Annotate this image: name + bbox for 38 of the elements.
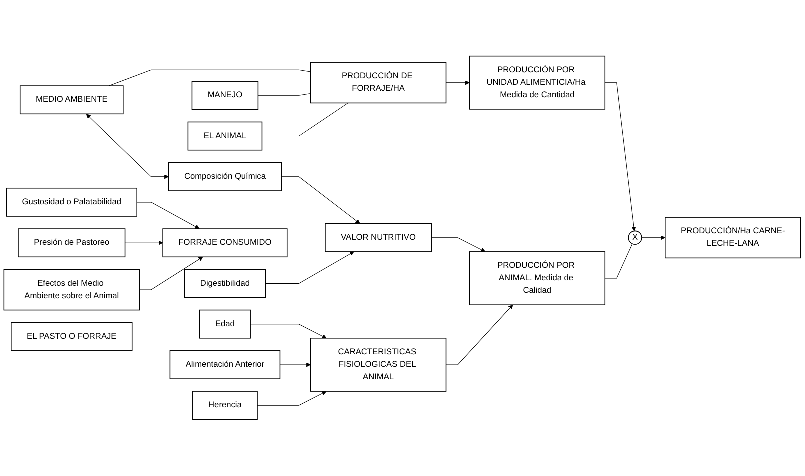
arrow	[265, 252, 354, 284]
process-box: Presión de Pastoreo	[18, 228, 126, 258]
connector-line	[258, 94, 312, 96]
connector-line	[604, 244, 633, 279]
arrow	[125, 240, 164, 246]
process-box: MEDIO AMBIENTE	[20, 86, 124, 115]
process-box: Composición Química	[168, 162, 282, 192]
process-box: PRODUCCIÓN DE FORRAJE/HA	[310, 62, 447, 104]
arrow	[642, 236, 666, 240]
process-box: EL ANIMAL	[188, 122, 263, 151]
process-box: EL PASTO O FORRAJE	[11, 322, 133, 352]
arrow	[257, 391, 327, 406]
connector-line	[108, 70, 312, 86]
arrow	[446, 304, 514, 366]
arrow	[431, 238, 486, 252]
process-box: Gustosidad o Palatabilidad	[6, 188, 138, 217]
process-box: VALOR NUTRITIVO	[325, 223, 432, 252]
arrow	[280, 362, 312, 368]
arrow	[446, 80, 470, 86]
process-box: PRODUCCIÓN/Ha CARNE-LECHE-LANA	[665, 217, 802, 259]
process-box: Alimentación Anterior	[170, 350, 281, 380]
process-box: FORRAJE CONSUMIDO	[162, 228, 288, 258]
process-box: Digestibilidad	[184, 269, 266, 298]
connector-line	[262, 102, 349, 137]
arrow	[139, 256, 204, 290]
process-box: Efectos del Medio Ambiente sobre el Animal	[4, 269, 140, 311]
process-box: Herencia	[192, 391, 258, 420]
arrow	[250, 324, 327, 339]
process-box: MANEJO	[192, 81, 259, 110]
arrow	[136, 202, 200, 230]
process-box: Edad	[199, 310, 251, 339]
process-box: PRODUCCIÓN POR ANIMAL. Medida de Calidad	[469, 252, 606, 306]
arrow	[86, 114, 170, 180]
arrow	[281, 176, 360, 224]
process-box: PRODUCCIÓN POR UNIDAD ALIMENTICIA/Ha Medida de Cantidad	[469, 56, 606, 110]
process-box: CARACTERISTICAS FISIOLOGICAS DEL ANIMAL	[310, 338, 447, 392]
multiply-circle: X	[628, 230, 642, 245]
arrow	[604, 82, 636, 232]
